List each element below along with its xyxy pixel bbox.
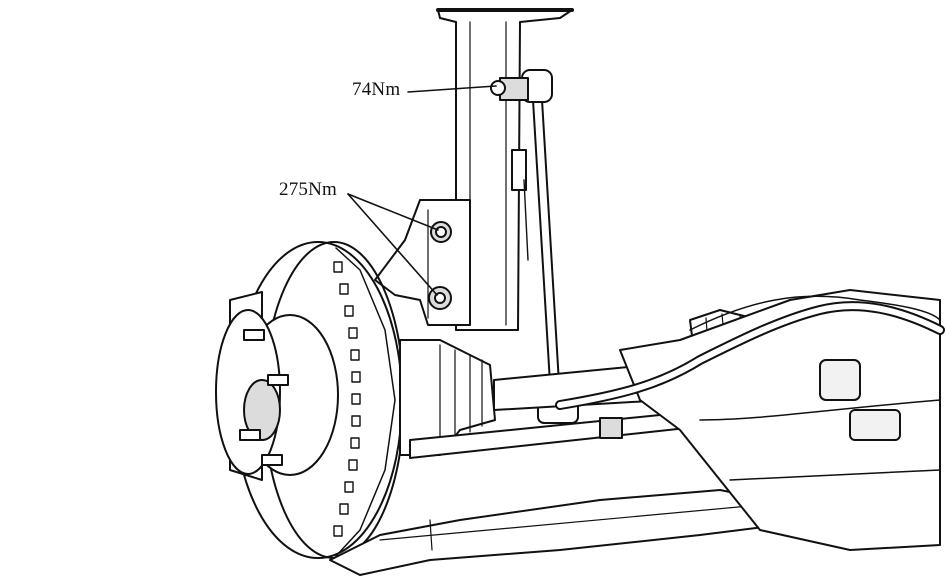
callout-leaders — [347, 85, 497, 296]
wheel-hub — [215, 291, 289, 481]
stabilizer-bar — [555, 301, 945, 410]
lower-control-arm — [329, 489, 781, 576]
knuckle-bolt-upper — [430, 221, 452, 243]
torque-label-strut-top: 74Nm — [352, 79, 401, 100]
knuckle-bracket — [374, 199, 471, 326]
torque-label-knuckle-bolts: 275Nm — [279, 179, 337, 200]
strut-tube — [436, 8, 574, 331]
disc-vents — [333, 261, 361, 537]
